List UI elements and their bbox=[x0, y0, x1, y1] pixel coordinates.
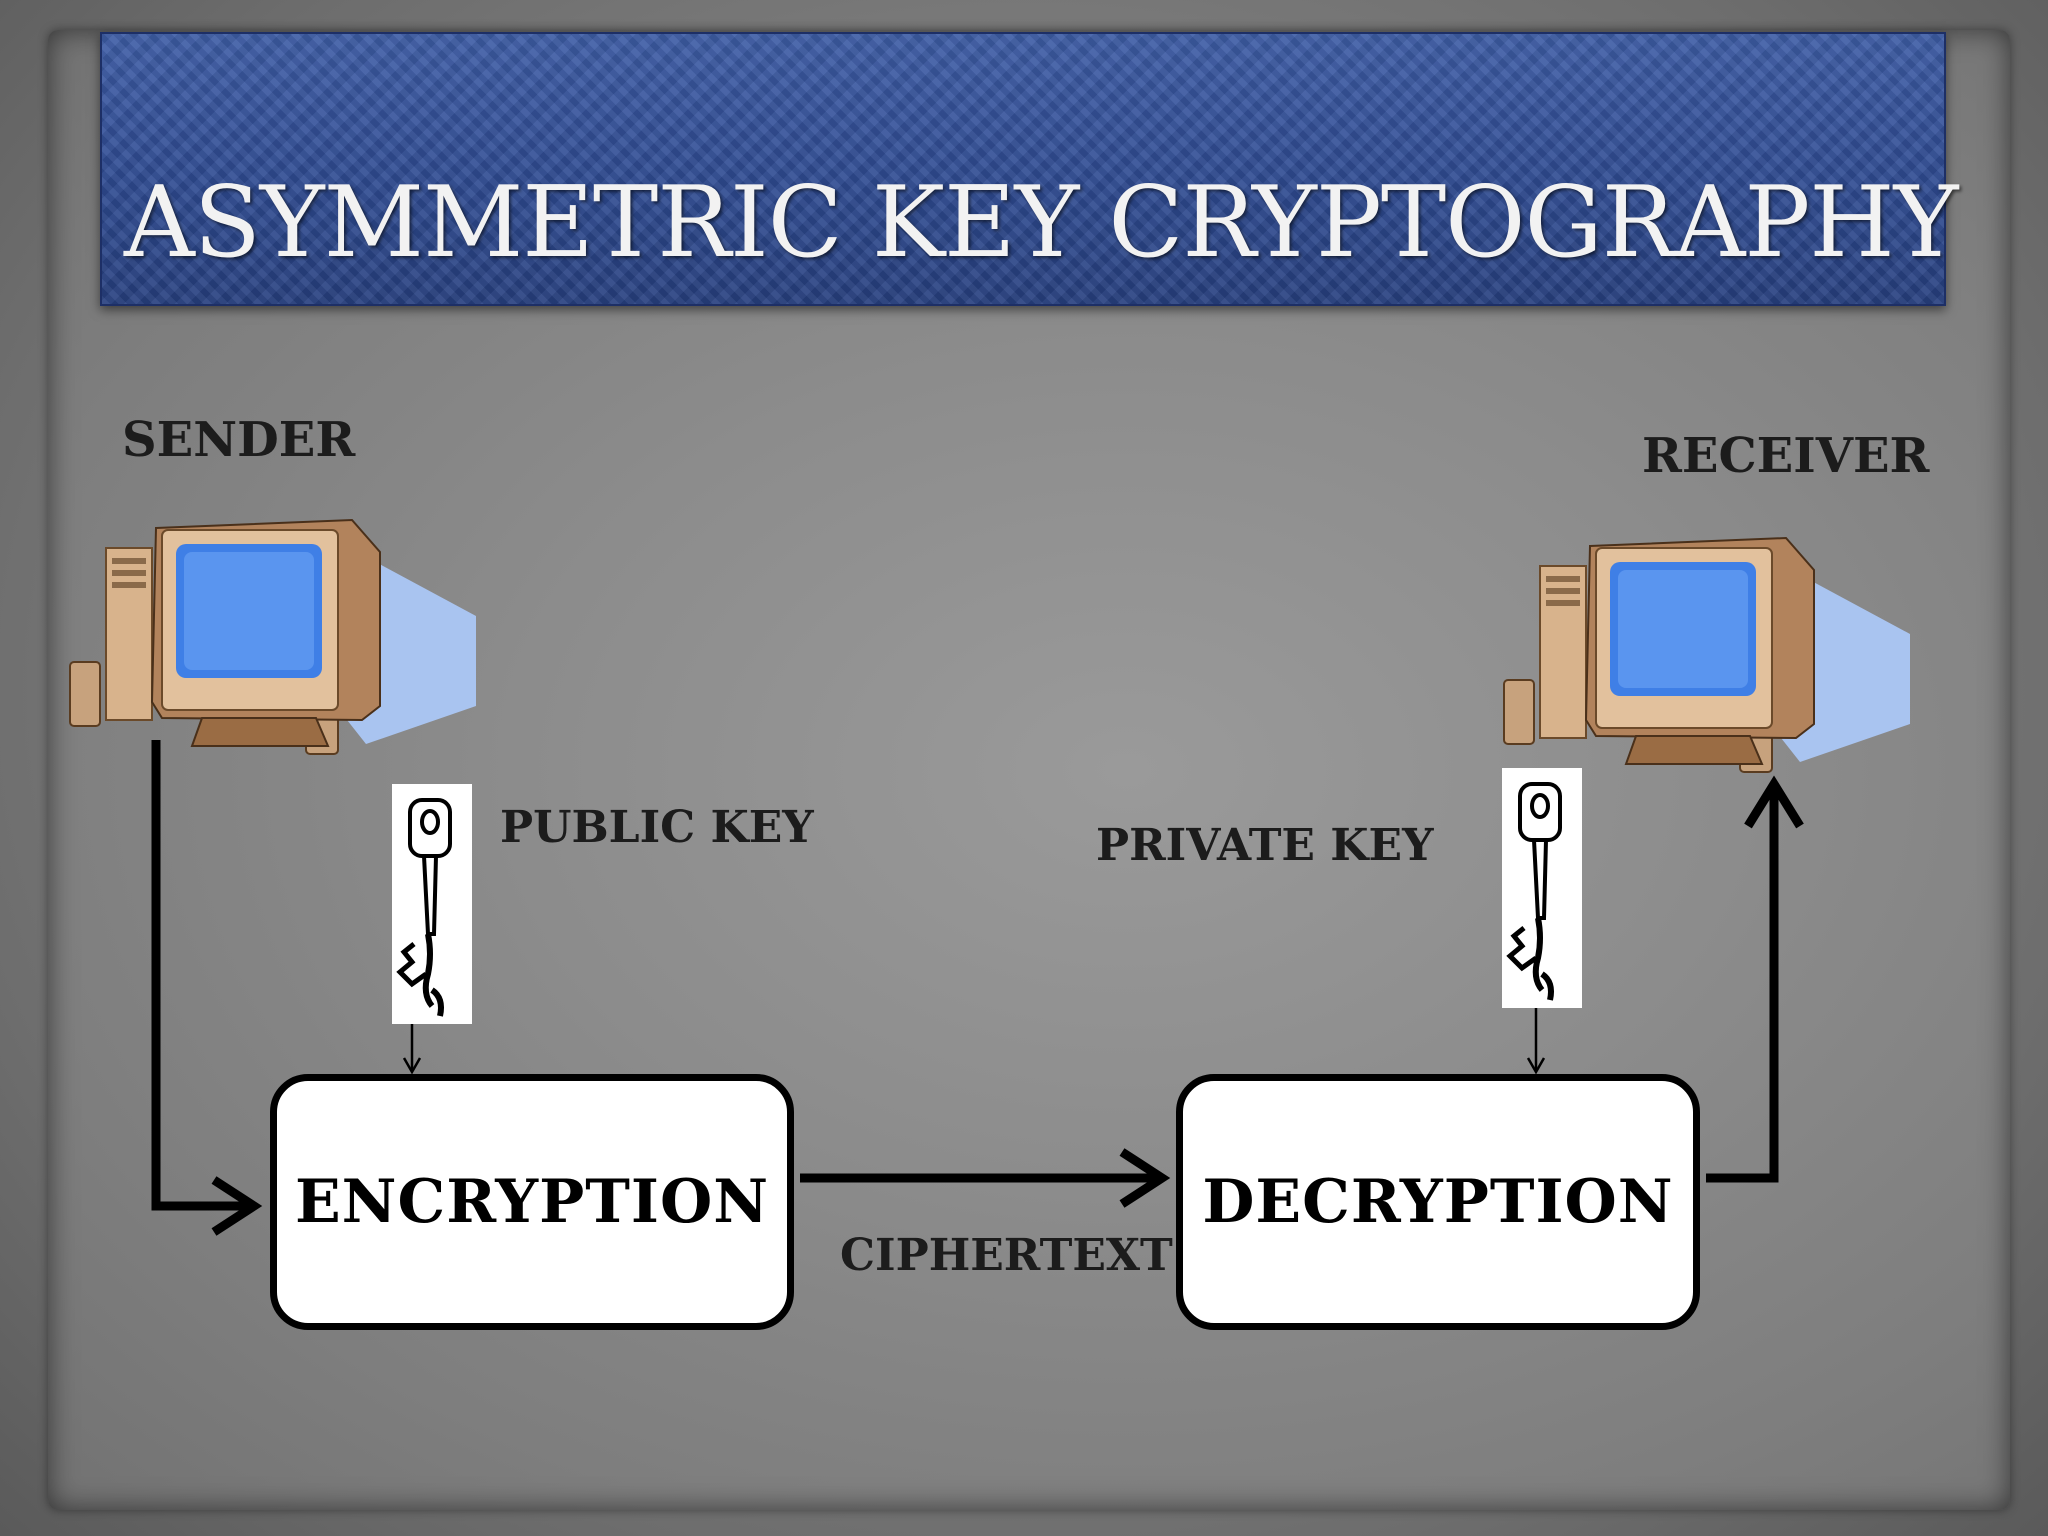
ciphertext-label: CIPHERTEXT bbox=[840, 1230, 1173, 1281]
private-key-label: PRIVATE KEY bbox=[1096, 820, 1434, 871]
public-key-label: PUBLIC KEY bbox=[500, 802, 814, 853]
decryption-box: DECRYPTION bbox=[1176, 1074, 1700, 1330]
private-key-icon bbox=[1502, 768, 1582, 1008]
sender-label: SENDER bbox=[122, 412, 356, 468]
title-banner: ASYMMETRIC KEY CRYPTOGRAPHY bbox=[100, 32, 1958, 306]
ciphertext-arrow bbox=[800, 1148, 1171, 1208]
private-key-arrow bbox=[1526, 1008, 1546, 1075]
decryption-label: DECRYPTION bbox=[1202, 1167, 1674, 1237]
public-key-icon bbox=[392, 784, 472, 1024]
slide-title: ASYMMETRIC KEY CRYPTOGRAPHY bbox=[124, 166, 1958, 280]
receiver-label: RECEIVER bbox=[1642, 428, 1930, 484]
encryption-box: ENCRYPTION bbox=[270, 1074, 794, 1330]
sender-to-encryption-arrow bbox=[151, 740, 263, 1236]
sender-computer-icon bbox=[66, 506, 486, 766]
public-key-arrow bbox=[402, 1024, 422, 1075]
receiver-computer-icon bbox=[1500, 524, 1920, 784]
decryption-to-receiver-arrow bbox=[1706, 775, 1804, 1183]
encryption-label: ENCRYPTION bbox=[294, 1167, 770, 1237]
